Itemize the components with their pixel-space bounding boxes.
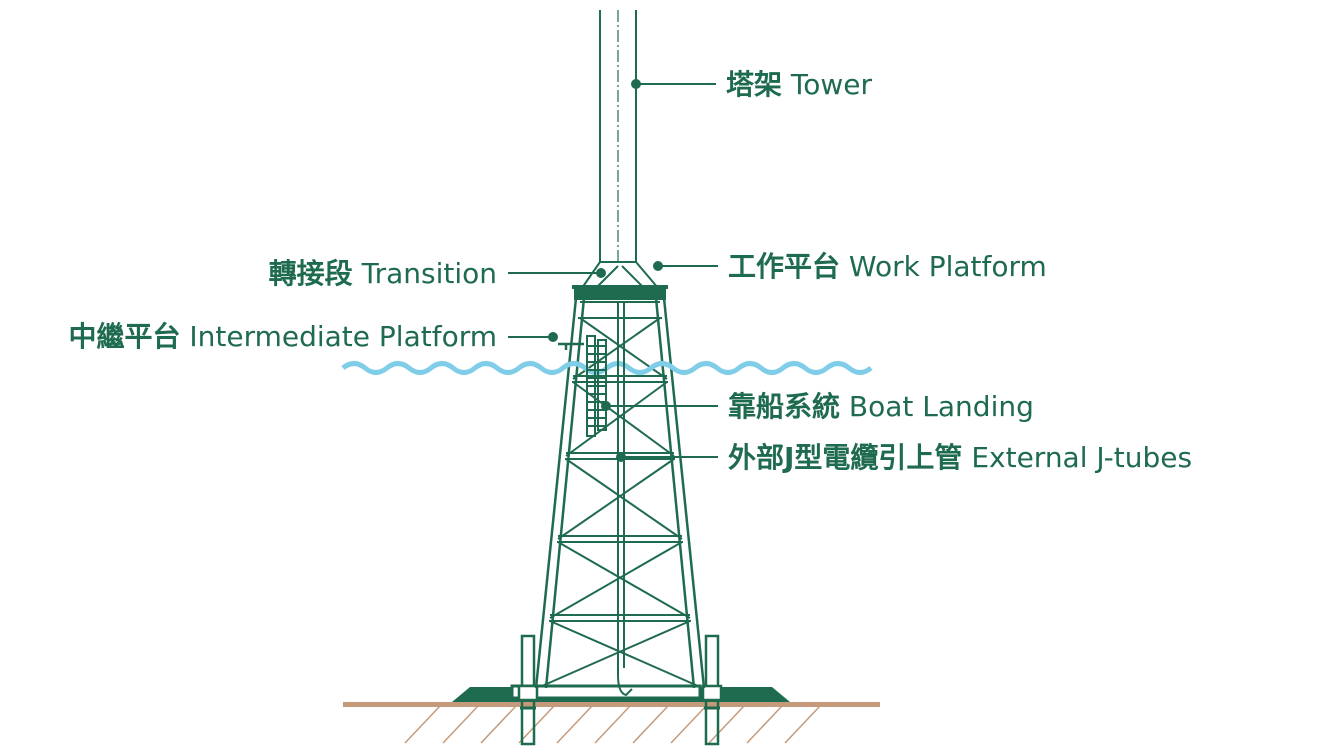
callout-work-platform	[653, 261, 718, 271]
callout-intermediate-platform	[508, 332, 558, 342]
callout-boat-landing	[601, 401, 718, 411]
work-platform-rail	[572, 285, 668, 289]
label-boat-landing-zh: 靠船系統	[728, 390, 840, 423]
label-transition-en: Transition	[361, 257, 497, 290]
label-work-platform-zh: 工作平台	[728, 250, 840, 283]
label-intermediate-platform-en: Intermediate Platform	[189, 320, 497, 353]
label-work-platform-en: Work Platform	[849, 250, 1047, 283]
transition-piece	[581, 261, 659, 289]
label-work-platform: 工作平台 Work Platform	[728, 250, 1047, 283]
label-tower-en: Tower	[790, 68, 873, 101]
pile-left	[517, 634, 539, 746]
label-tower: 塔架 Tower	[726, 68, 873, 101]
label-boat-landing: 靠船系統 Boat Landing	[728, 390, 1034, 423]
pile-right	[701, 634, 723, 746]
label-j-tubes: 外部J型電纜引上管 External J-tubes	[728, 441, 1192, 474]
base-frame	[510, 684, 702, 700]
intermediate-platform	[558, 342, 584, 350]
jacket-legs	[534, 297, 706, 689]
callout-j-tubes	[616, 452, 718, 462]
jacket-x-braces	[541, 317, 699, 687]
label-j-tubes-zh: 外部J型電纜引上管	[728, 441, 962, 474]
callout-transition	[508, 268, 606, 278]
tower	[599, 10, 637, 262]
label-j-tubes-en: External J-tubes	[971, 441, 1192, 474]
label-transition: 轉接段 Transition	[269, 257, 497, 290]
callout-tower	[631, 79, 716, 89]
j-tube	[617, 302, 633, 697]
work-platform-deck	[574, 288, 666, 300]
seabed-line	[343, 702, 880, 707]
seabed-hatching	[404, 705, 821, 744]
label-intermediate-platform-zh: 中繼平台	[68, 320, 180, 353]
boat-landing	[586, 335, 607, 437]
label-transition-zh: 轉接段	[269, 257, 353, 290]
label-intermediate-platform: 中繼平台 Intermediate Platform	[68, 320, 497, 353]
label-tower-zh: 塔架	[726, 68, 782, 101]
label-boat-landing-en: Boat Landing	[849, 390, 1034, 423]
